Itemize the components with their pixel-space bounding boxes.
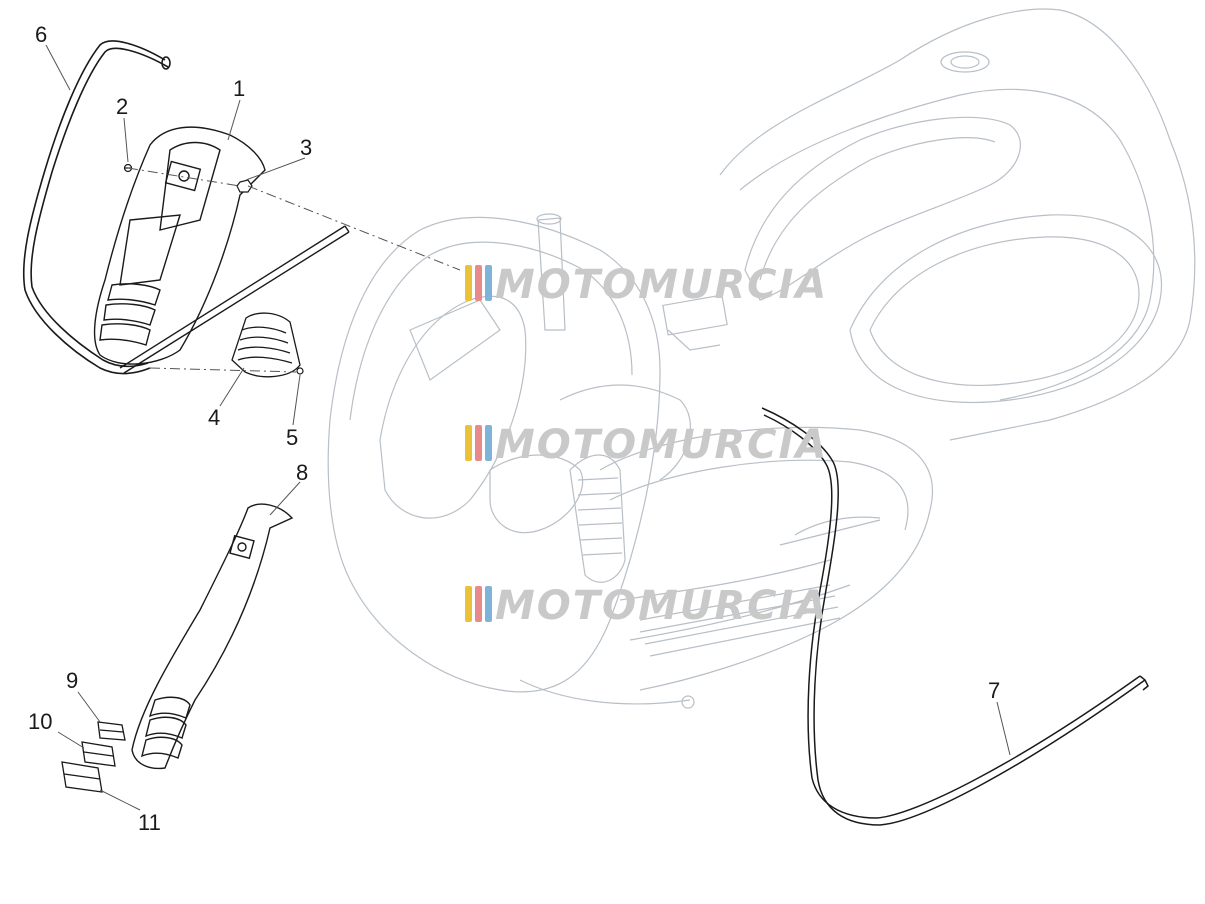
- watermark-text: MOTOMURCIA: [495, 422, 828, 468]
- part-11-insert: [61, 761, 103, 793]
- callout-2: 2: [116, 94, 128, 119]
- callout-1: 1: [233, 76, 245, 101]
- watermark-stripe-yellow: [465, 265, 472, 301]
- watermark-stripe-red: [475, 265, 482, 301]
- part-4-grille-insert: [231, 312, 301, 378]
- callout-3: 3: [300, 135, 312, 160]
- part-10-insert: [81, 741, 116, 767]
- watermark-stripe-blue: [485, 265, 492, 301]
- part-trim-strip: [119, 225, 350, 374]
- part-7-bead-trim-lower: [761, 407, 1149, 826]
- watermark-2: MOTOMURCIA: [465, 422, 828, 468]
- part-6-bead-trim-upper: [22, 40, 171, 375]
- watermark-stripe-blue: [485, 425, 492, 461]
- callout-11: 11: [138, 810, 161, 835]
- watermark-stripe-yellow: [465, 425, 472, 461]
- watermark-stripe-yellow: [465, 586, 472, 622]
- part-8-center-trim: [131, 503, 294, 770]
- callout-6: 6: [35, 22, 47, 47]
- callout-8: 8: [296, 460, 308, 485]
- leader-lines: [45, 44, 1011, 811]
- part-2-screw: [123, 163, 133, 173]
- watermark-stripe-red: [475, 586, 482, 622]
- part-3-nut: [236, 179, 253, 193]
- watermark-3: MOTOMURCIA: [465, 583, 828, 629]
- watermark-stripe-red: [475, 425, 482, 461]
- part-1-horn-cover: [93, 126, 266, 365]
- watermark-stripe-blue: [485, 586, 492, 622]
- watermark-1: MOTOMURCIA: [465, 262, 828, 308]
- watermark-text: MOTOMURCIA: [495, 262, 828, 308]
- callouts: 6 2 1 3 4 5 8 9 10 11 7: [28, 22, 1000, 835]
- part-5-screw: [296, 367, 304, 375]
- callout-5: 5: [286, 425, 298, 450]
- callout-7: 7: [988, 678, 1000, 703]
- callout-9: 9: [66, 668, 78, 693]
- scooter-body-outline: [327, 8, 1196, 709]
- part-9-insert: [97, 721, 126, 741]
- callout-4: 4: [208, 405, 220, 430]
- watermark-text: MOTOMURCIA: [495, 583, 828, 629]
- callout-10: 10: [28, 709, 52, 734]
